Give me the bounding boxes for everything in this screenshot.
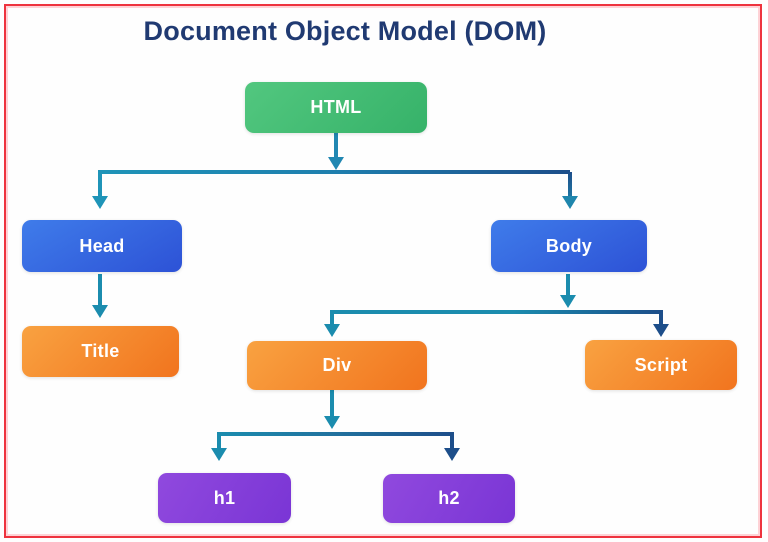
edge-junction-h1-h2	[211, 432, 460, 461]
edge-head-title	[92, 274, 108, 318]
node-head: Head	[22, 220, 182, 272]
edge-body-children	[560, 274, 576, 308]
node-script: Script	[585, 340, 737, 390]
edge-junction-head-body	[92, 170, 578, 209]
node-title: Title	[22, 326, 179, 377]
node-html: HTML	[245, 82, 427, 133]
edge-junction-div-script	[324, 310, 669, 337]
page-title: Document Object Model (DOM)	[143, 16, 547, 46]
node-div: Div	[247, 341, 427, 390]
node-body: Body	[491, 220, 647, 272]
edge-html-children	[328, 133, 344, 170]
node-h1: h1	[158, 473, 291, 523]
edge-div-children	[324, 390, 340, 429]
node-h2: h2	[383, 474, 515, 523]
